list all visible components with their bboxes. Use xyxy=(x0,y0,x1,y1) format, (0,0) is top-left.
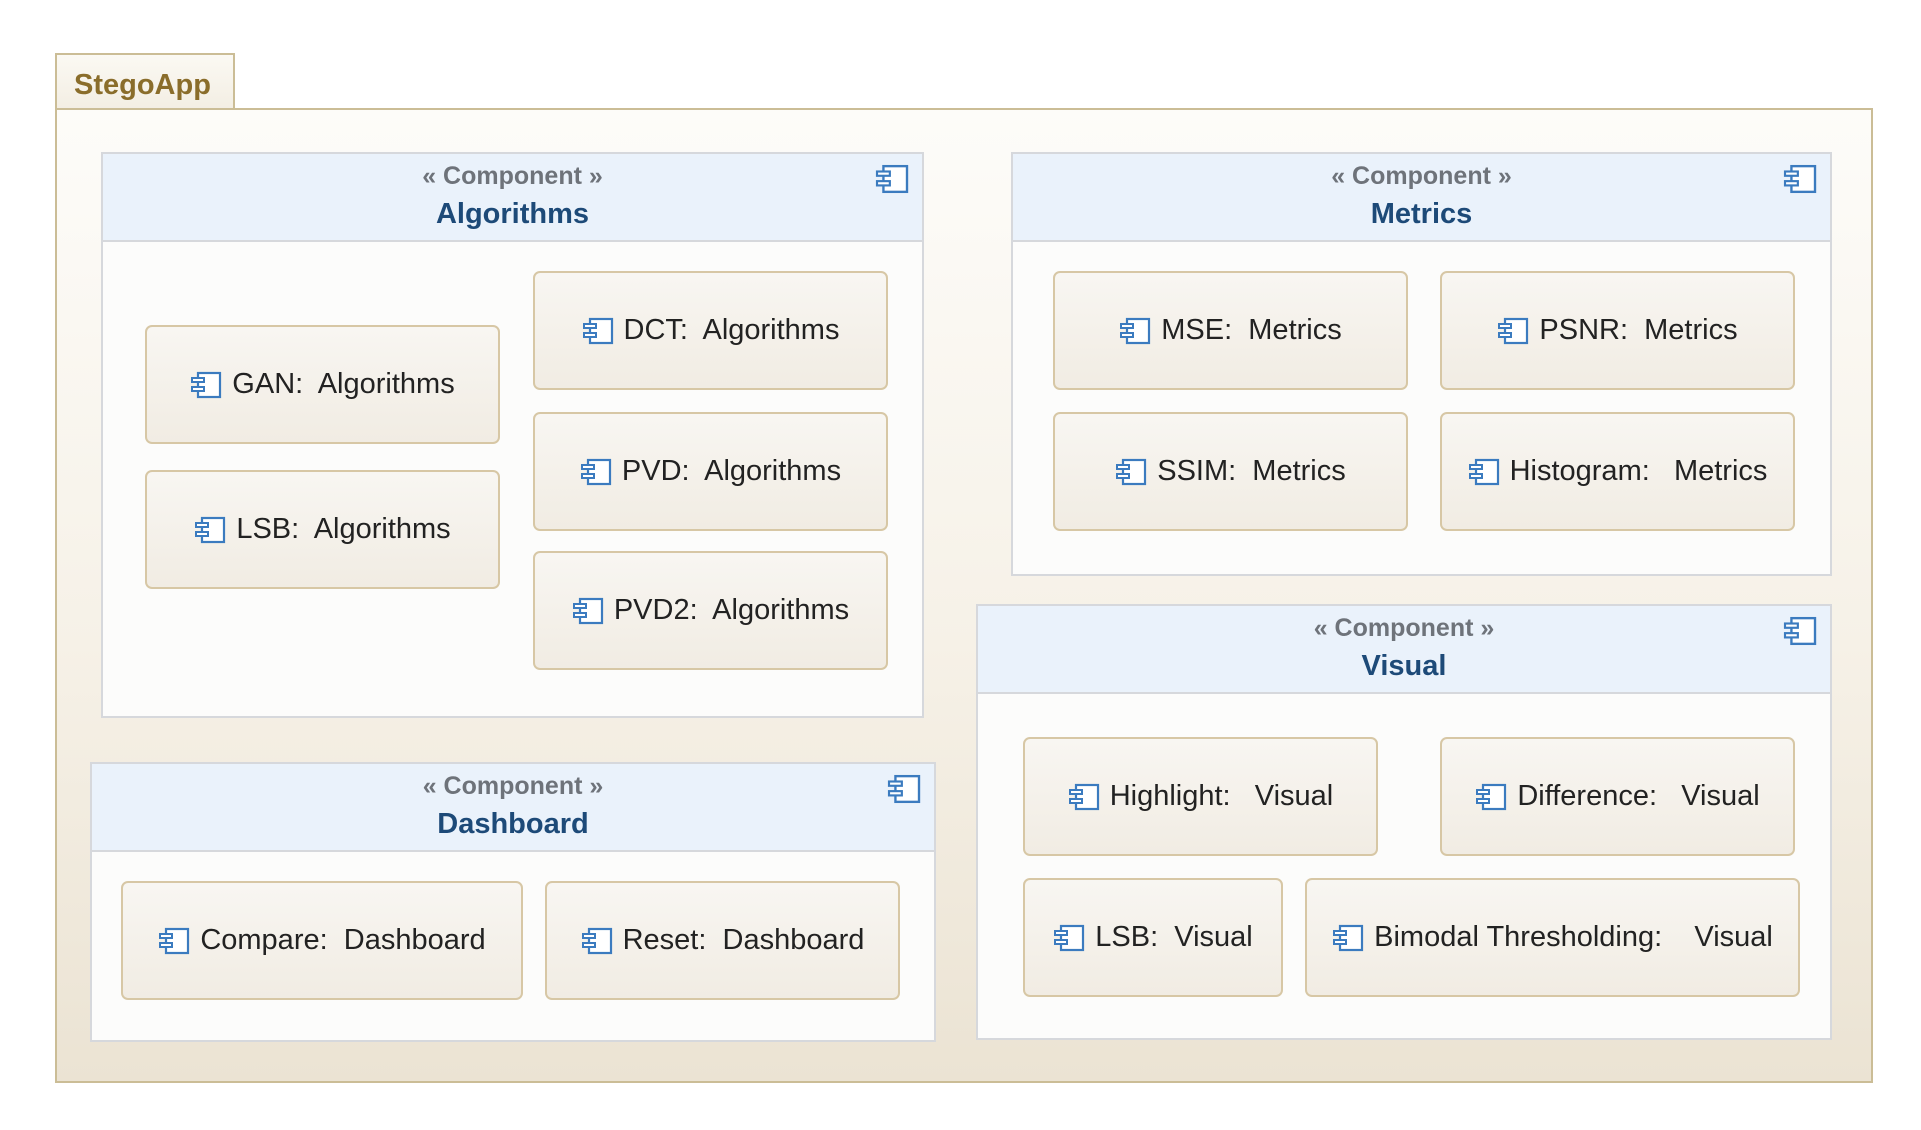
component-icon xyxy=(580,458,612,486)
component-icon xyxy=(1115,458,1147,486)
part-label: PVD: Algorithms xyxy=(621,455,842,487)
component-header: « Component » Dashboard xyxy=(92,764,934,852)
part-label: GAN: Algorithms xyxy=(232,368,455,400)
component-stereotype: « Component » xyxy=(422,772,604,800)
component-algorithms[interactable]: « Component » Algorithms GAN: Algorithms… xyxy=(101,152,924,718)
part-label: SSIM: Metrics xyxy=(1157,455,1346,487)
part-label: PSNR: Metrics xyxy=(1539,314,1738,346)
part-lsb[interactable]: LSB: Algorithms xyxy=(145,470,500,589)
component-icon xyxy=(1332,924,1364,952)
part-reset[interactable]: Reset: Dashboard xyxy=(545,881,900,1000)
part-label: Bimodal Thresholding: Visual xyxy=(1374,921,1773,953)
component-icon xyxy=(1068,783,1100,811)
component-stereotype: « Component » xyxy=(1331,162,1512,190)
component-icon xyxy=(1782,616,1818,646)
component-stereotype: « Component » xyxy=(1313,614,1495,642)
component-header: « Component » Metrics xyxy=(1013,154,1830,242)
part-pvd2[interactable]: PVD2: Algorithms xyxy=(533,551,888,670)
part-label: Difference: Visual xyxy=(1517,780,1760,812)
part-label: DCT: Algorithms xyxy=(623,314,840,346)
part-histogram[interactable]: Histogram: Metrics xyxy=(1440,412,1795,531)
component-icon xyxy=(1497,317,1529,345)
component-icon xyxy=(886,774,922,804)
package-tab[interactable]: StegoApp xyxy=(55,53,235,109)
component-header: « Component » Algorithms xyxy=(103,154,922,242)
component-header: « Component » Visual xyxy=(978,606,1830,694)
component-icon xyxy=(582,317,614,345)
part-ssim[interactable]: SSIM: Metrics xyxy=(1053,412,1408,531)
component-icon xyxy=(581,927,613,955)
component-metrics[interactable]: « Component » Metrics MSE: Metrics PSNR:… xyxy=(1011,152,1832,576)
part-gan[interactable]: GAN: Algorithms xyxy=(145,325,500,444)
component-icon xyxy=(1782,164,1818,194)
component-icon xyxy=(194,516,226,544)
component-icon xyxy=(1119,317,1151,345)
component-icon xyxy=(1475,783,1507,811)
part-label: Reset: Dashboard xyxy=(622,924,865,956)
part-bimodal-thresholding[interactable]: Bimodal Thresholding: Visual xyxy=(1305,878,1800,997)
component-visual[interactable]: « Component » Visual Highlight: Visual D… xyxy=(976,604,1832,1040)
component-name: Visual xyxy=(1361,650,1447,682)
component-icon xyxy=(874,164,910,194)
component-dashboard[interactable]: « Component » Dashboard Compare: Dashboa… xyxy=(90,762,936,1042)
component-icon xyxy=(190,371,222,399)
part-highlight[interactable]: Highlight: Visual xyxy=(1023,737,1378,856)
part-label: Highlight: Visual xyxy=(1109,780,1334,812)
part-label: MSE: Metrics xyxy=(1161,314,1342,346)
part-label: Histogram: Metrics xyxy=(1509,455,1768,487)
part-label: LSB: Algorithms xyxy=(236,513,451,545)
part-dct[interactable]: DCT: Algorithms xyxy=(533,271,888,390)
part-pvd[interactable]: PVD: Algorithms xyxy=(533,412,888,531)
package-name: StegoApp xyxy=(74,69,211,101)
component-icon xyxy=(158,927,190,955)
part-lsb-visual[interactable]: LSB: Visual xyxy=(1023,878,1283,997)
part-mse[interactable]: MSE: Metrics xyxy=(1053,271,1408,390)
component-name: Metrics xyxy=(1370,198,1473,230)
part-difference[interactable]: Difference: Visual xyxy=(1440,737,1795,856)
part-compare[interactable]: Compare: Dashboard xyxy=(121,881,523,1000)
component-icon xyxy=(1468,458,1500,486)
part-psnr[interactable]: PSNR: Metrics xyxy=(1440,271,1795,390)
component-stereotype: « Component » xyxy=(422,162,603,190)
component-icon xyxy=(1053,924,1085,952)
component-icon xyxy=(572,597,604,625)
component-name: Algorithms xyxy=(435,198,590,230)
component-name: Dashboard xyxy=(437,808,589,840)
part-label: Compare: Dashboard xyxy=(200,924,486,956)
part-label: LSB: Visual xyxy=(1095,921,1253,953)
part-label: PVD2: Algorithms xyxy=(613,594,850,626)
